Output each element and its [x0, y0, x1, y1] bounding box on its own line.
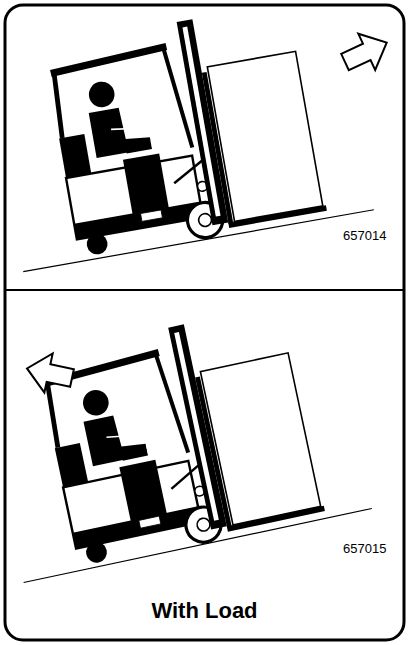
part-number: 657015	[343, 541, 386, 556]
panel-divider	[5, 289, 404, 291]
forklift-uphill-reverse	[0, 294, 372, 582]
caption-text: With Load	[0, 598, 409, 624]
part-number: 657014	[343, 228, 386, 243]
forklift-uphill-forward	[0, 0, 374, 272]
direction-arrow	[23, 349, 76, 398]
direction-arrow	[337, 24, 396, 80]
